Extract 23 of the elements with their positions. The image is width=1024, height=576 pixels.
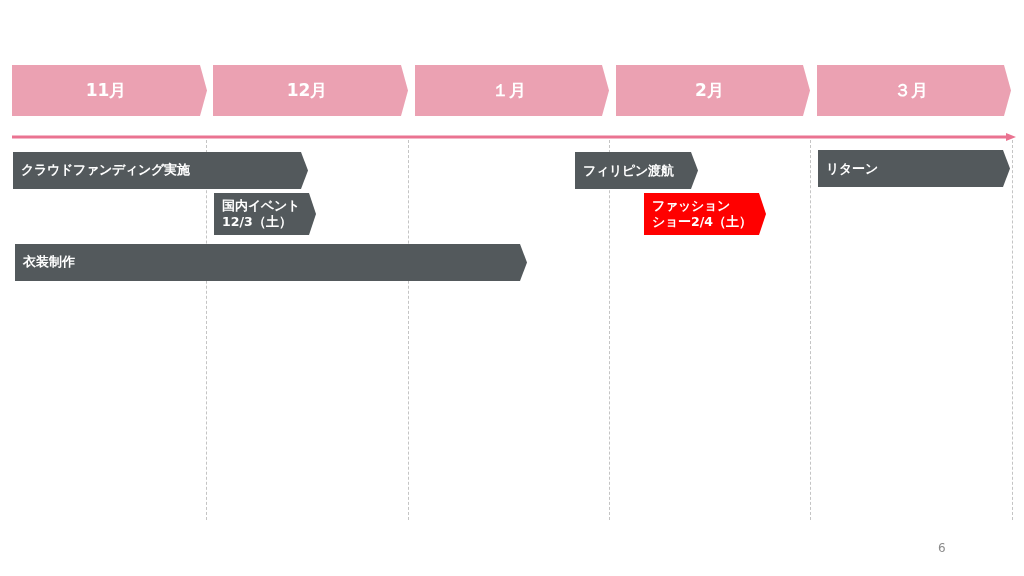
task-label: フィリピン渡航 xyxy=(583,162,674,179)
task-label: クラウドファンディング実施 xyxy=(21,162,190,179)
month-label: 2月 xyxy=(695,79,724,102)
month-header-bar xyxy=(415,65,609,116)
month-label: ３月 xyxy=(893,79,928,102)
page-number: 6 xyxy=(938,541,946,555)
task-label: リターン xyxy=(826,160,878,177)
month-header-bar xyxy=(616,65,810,116)
month-header-bar xyxy=(817,65,1011,116)
month-label: 12月 xyxy=(286,79,328,102)
task-label: ファッションショー2/4（土） xyxy=(652,198,753,230)
month-header-bar xyxy=(213,65,408,116)
task-bar xyxy=(15,244,527,281)
month-label: １月 xyxy=(491,79,526,102)
task-bar xyxy=(13,152,308,189)
month-header-bar xyxy=(12,65,207,116)
task-label: 衣装制作 xyxy=(23,254,75,271)
task-bar xyxy=(818,150,1010,187)
task-bar xyxy=(214,193,316,235)
task-bar xyxy=(575,152,698,189)
task-label: 国内イベント12/3（土） xyxy=(222,198,301,230)
month-label: 11月 xyxy=(85,79,127,102)
task-bar xyxy=(644,193,766,235)
